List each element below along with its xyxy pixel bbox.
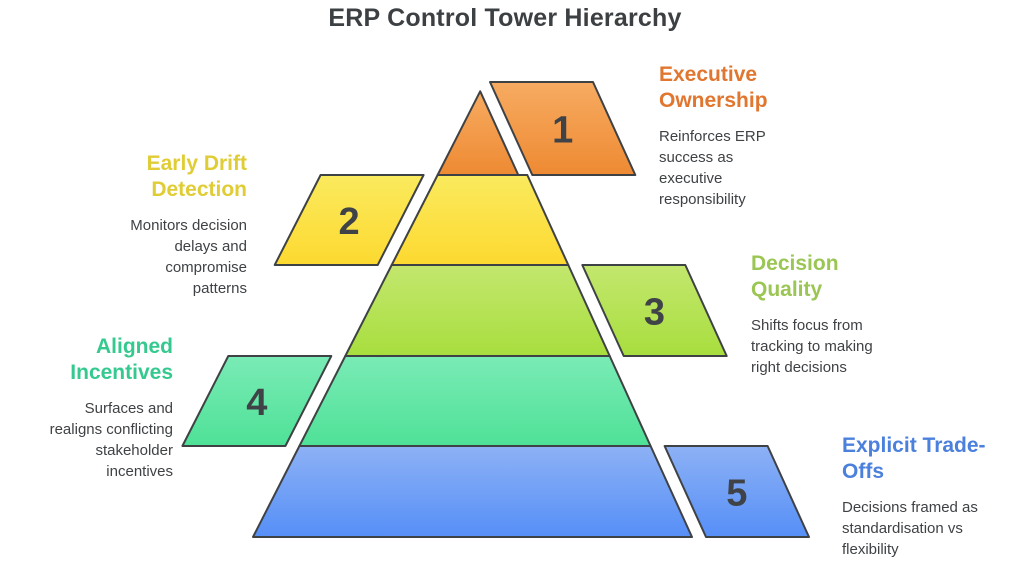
label-heading-aligned-incentives: Aligned Incentives — [70, 335, 173, 384]
label-desc-early-drift-detection: Monitors decision delays and compromise … — [130, 217, 247, 297]
tab-number-3: 3 — [644, 292, 665, 334]
tab-number-1: 1 — [552, 110, 573, 152]
pyramid-level-3 — [344, 264, 611, 357]
label-decision-quality: Decision Quality Shifts focus from track… — [751, 251, 891, 378]
label-aligned-incentives: Aligned Incentives Surfaces and realigns… — [28, 334, 173, 482]
label-explicit-trade-offs: Explicit Trade-Offs Decisions framed as … — [842, 433, 994, 560]
label-desc-decision-quality: Shifts focus from tracking to making rig… — [751, 317, 873, 376]
label-early-drift-detection: Early Drift Detection Monitors decision … — [117, 151, 247, 299]
label-desc-explicit-trade-offs: Decisions framed as standardisation vs f… — [842, 499, 978, 558]
pyramid-tab-4 — [181, 355, 333, 447]
tab-number-5: 5 — [726, 473, 747, 515]
label-desc-aligned-incentives: Surfaces and realigns conflicting stakeh… — [49, 400, 173, 480]
label-heading-early-drift-detection: Early Drift Detection — [146, 152, 247, 201]
pyramid-tab-2 — [273, 174, 425, 266]
pyramid-tab-1 — [489, 81, 637, 176]
tab-number-4: 4 — [246, 382, 267, 424]
pyramid-tab-5 — [663, 445, 810, 538]
label-executive-ownership: Executive Ownership Reinforces ERP succe… — [659, 62, 799, 210]
page-title: ERP Control Tower Hierarchy — [328, 4, 682, 32]
tab-number-2: 2 — [339, 201, 360, 243]
pyramid-level-4 — [298, 355, 652, 447]
pyramid-level-5 — [252, 445, 693, 538]
pyramid-tab-3 — [581, 264, 728, 357]
label-heading-explicit-trade-offs: Explicit Trade-Offs — [842, 434, 986, 483]
label-desc-executive-ownership: Reinforces ERP success as executive resp… — [659, 128, 766, 208]
label-heading-decision-quality: Decision Quality — [751, 252, 839, 301]
pyramid-level-2 — [390, 174, 570, 266]
label-heading-executive-ownership: Executive Ownership — [659, 63, 768, 112]
